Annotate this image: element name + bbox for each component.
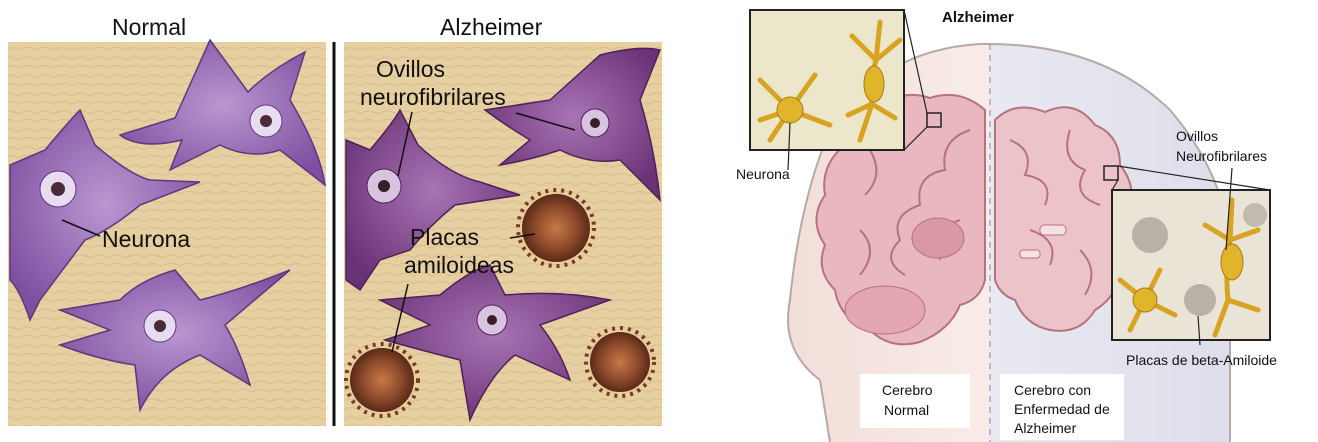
alzheimer-neuron-inset	[1112, 190, 1270, 340]
normal-brain-caption-line1: Cerebro	[882, 382, 933, 399]
alzheimer-brain-hemisphere	[995, 107, 1131, 331]
right-figure-title: Alzheimer	[942, 9, 1014, 26]
inset-tangles-label-line1: Ovillos	[1176, 128, 1218, 145]
alzheimer-brain-caption-line2: Enfermedad de	[1014, 401, 1110, 418]
alzheimer-brain-caption-line3: Alzheimer	[1014, 420, 1076, 437]
plaques-label-line2: amiloideas	[404, 252, 514, 278]
alzheimer-brain-caption-box: Cerebro con Enfermedad de Alzheimer	[1000, 374, 1124, 440]
inset-tangles-label-line2: Neurofibrilares	[1176, 148, 1267, 165]
normal-brain-caption-box: Cerebro Normal	[860, 374, 970, 428]
tangles-label-line2: neurofibrilares	[360, 84, 506, 110]
alzheimer-panel-title: Alzheimer	[440, 14, 542, 41]
normal-panel-title: Normal	[112, 14, 186, 41]
inset-neuron-label: Neurona	[736, 166, 790, 183]
plaques-label-line1: Placas	[410, 224, 479, 250]
normal-neuron-inset	[750, 10, 904, 150]
alzheimer-brain-caption-line1: Cerebro con	[1014, 382, 1091, 399]
normal-brain-caption-line2: Normal	[884, 402, 929, 419]
tangles-label-line1: Ovillos	[376, 56, 445, 82]
neuron-label: Neurona	[102, 226, 190, 252]
inset-plaques-label: Placas de beta-Amiloide	[1126, 352, 1277, 369]
